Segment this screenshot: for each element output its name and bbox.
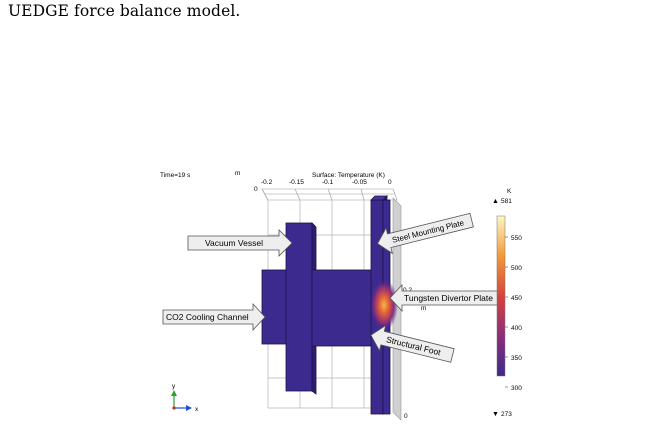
top-tick-label: 0 <box>388 179 392 186</box>
colorbar-min: 273 <box>501 411 512 418</box>
right-tick-label: 0.2 <box>403 287 412 294</box>
axes-triad: y x <box>171 383 199 413</box>
foot-block-body <box>311 269 373 347</box>
colorbar-min-marker: ▼ <box>492 411 499 418</box>
top-axis-unit: m <box>235 170 240 177</box>
colorbar-gradient <box>496 215 506 377</box>
top-tick-label: -0.1 <box>322 179 334 186</box>
colorbar-tick-label: 300 <box>511 385 522 392</box>
svg-text:CO2 Cooling Channel: CO2 Cooling Channel <box>166 312 249 322</box>
right-tick-label: 0 <box>404 413 408 420</box>
colorbar-tick-label: 550 <box>511 235 522 242</box>
callout-vacuum-vessel: Vacuum Vessel <box>187 229 293 257</box>
colorbar-tick-label: 400 <box>511 325 522 332</box>
triad-x-label: x <box>195 406 199 413</box>
hotspot <box>370 279 398 331</box>
right-tick-unit: m <box>421 305 426 312</box>
callout-co2-cooling-channel: CO2 Cooling Channel <box>162 302 266 332</box>
left-tick-label: 0 <box>254 186 258 193</box>
colorbar: K ▲ 581 550 500 450 400 350 300 ▼ 273 <box>492 188 522 418</box>
colorbar-max-marker: ▲ <box>492 198 499 205</box>
triad-y-label: y <box>172 383 176 390</box>
co2-channel-body <box>261 269 289 345</box>
colorbar-unit: K <box>507 188 512 195</box>
colorbar-max: 581 <box>501 198 512 205</box>
colorbar-tick-label: 500 <box>511 265 522 272</box>
svg-text:Vacuum Vessel: Vacuum Vessel <box>205 238 263 248</box>
colorbar-tick-label: 350 <box>511 355 522 362</box>
top-tick-label: -0.15 <box>289 179 304 186</box>
top-tick-label: -0.2 <box>261 179 273 186</box>
vacuum-vessel-body <box>285 222 313 392</box>
plot-title: Surface: Temperature (K) <box>312 172 385 179</box>
top-tick-label: -0.05 <box>352 179 367 186</box>
top-grid <box>261 188 398 201</box>
time-label: Time=19 s <box>160 172 191 179</box>
svg-text:Tungsten Divertor Plate: Tungsten Divertor Plate <box>404 293 493 303</box>
figure-caption: UEDGE force balance model. <box>8 2 241 20</box>
colorbar-tick-label: 450 <box>511 295 522 302</box>
